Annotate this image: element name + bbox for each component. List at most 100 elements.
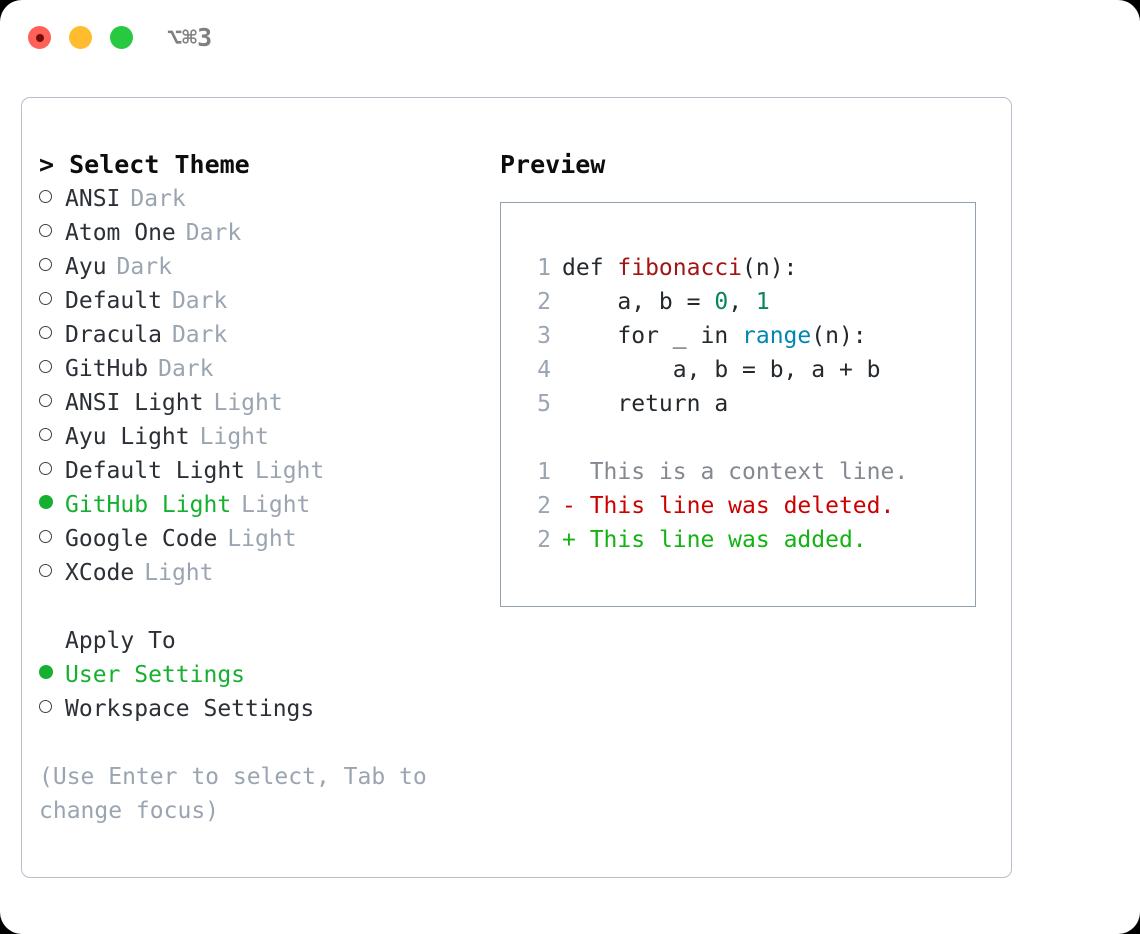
- diff-line-add: 2 + This line was added.: [523, 523, 975, 557]
- radio-glyph: [39, 530, 52, 543]
- code-line-text: return a: [562, 387, 728, 421]
- theme-option-label: Dracula: [65, 322, 162, 348]
- radio-glyph: [39, 326, 52, 339]
- diff-line-text: This line was deleted.: [589, 493, 895, 519]
- radio-glyph: [39, 224, 52, 237]
- maximize-button[interactable]: [110, 26, 133, 49]
- radio-unselected-icon: [39, 386, 65, 420]
- radio-glyph: [39, 190, 52, 203]
- theme-option-label: Atom One: [65, 220, 176, 246]
- theme-option-category: Dark: [171, 322, 228, 348]
- theme-option-xcode[interactable]: XCode Light: [39, 556, 479, 590]
- traffic-light-group: [28, 26, 133, 49]
- diff-marker-add: +: [562, 527, 590, 553]
- code-token-plain: (n):: [811, 323, 867, 349]
- close-button[interactable]: [28, 26, 51, 49]
- radio-unselected-icon: [39, 318, 65, 352]
- theme-option-category: Dark: [130, 186, 186, 212]
- theme-option-category: Light: [241, 492, 311, 518]
- code-token-plain: a, b = b, a + b: [562, 357, 881, 383]
- code-line-text: a, b = b, a + b: [562, 353, 881, 387]
- radio-glyph: [39, 564, 52, 577]
- code-line-number: 3: [537, 323, 551, 349]
- theme-option-category: Dark: [116, 254, 172, 280]
- diff-marker-context: [562, 455, 590, 489]
- code-token-plain: a, b =: [562, 289, 715, 315]
- apply-to-option-workspace-settings[interactable]: Workspace Settings: [39, 692, 479, 726]
- diff-line-number: 2: [537, 493, 551, 519]
- theme-option-category: Dark: [171, 288, 228, 314]
- theme-option-category: Light: [227, 526, 297, 552]
- radio-glyph: [39, 700, 52, 713]
- radio-glyph: [39, 665, 53, 679]
- radio-glyph: [39, 292, 52, 305]
- code-line-number: 4: [537, 357, 551, 383]
- code-token-plain: return a: [562, 391, 729, 417]
- code-token-plain: (n):: [742, 255, 798, 281]
- theme-option-ansi[interactable]: ANSI Dark: [39, 182, 479, 216]
- code-token-plain: for _ in: [562, 323, 743, 349]
- minimize-button[interactable]: [69, 26, 92, 49]
- theme-option-category: Dark: [185, 220, 242, 246]
- diff-line-number: 2: [537, 527, 551, 553]
- code-token-num: 0: [714, 289, 729, 315]
- keyboard-hint-text: (Use Enter to select, Tab to change focu…: [39, 764, 441, 824]
- theme-option-default[interactable]: Default Dark: [39, 284, 479, 318]
- code-diff-separator: [523, 421, 975, 455]
- diff-marker-del: -: [562, 493, 590, 519]
- code-line-number: 2: [537, 289, 551, 315]
- radio-unselected-icon: [39, 284, 65, 318]
- code-line-number: 1: [537, 255, 551, 281]
- theme-option-label: XCode: [65, 560, 135, 586]
- titlebar: ⌥⌘3: [0, 0, 1140, 76]
- theme-option-label: Google Code: [65, 526, 218, 552]
- radio-unselected-icon: [39, 454, 65, 488]
- theme-option-google-code[interactable]: Google Code Light: [39, 522, 479, 556]
- diff-line-number: 1: [537, 459, 551, 485]
- theme-option-label: Default: [65, 288, 162, 314]
- radio-unselected-icon: [39, 352, 65, 386]
- theme-option-dracula[interactable]: Dracula Dark: [39, 318, 479, 352]
- radio-glyph: [39, 495, 53, 509]
- code-token-plain: ,: [728, 289, 756, 315]
- code-line: 4 a, b = b, a + b: [523, 353, 975, 387]
- radio-glyph: [39, 394, 52, 407]
- radio-selected-icon: [39, 488, 65, 522]
- apply-to-heading: Apply To: [65, 628, 176, 654]
- code-line: 5 return a: [523, 387, 975, 421]
- radio-unselected-icon: [39, 182, 65, 216]
- code-line-text: for _ in range(n):: [562, 319, 867, 353]
- radio-unselected-icon: [39, 522, 65, 556]
- diff-line-text: This is a context line.: [589, 459, 909, 485]
- code-token-num: 1: [755, 289, 770, 315]
- theme-option-category: Light: [144, 560, 214, 586]
- radio-unselected-icon: [39, 692, 65, 726]
- code-line: 2 a, b = 0, 1: [523, 285, 975, 319]
- theme-option-category: Dark: [158, 356, 214, 382]
- theme-option-label: ANSI: [65, 186, 121, 212]
- diff-line-text: This line was added.: [589, 527, 867, 553]
- radio-glyph: [39, 428, 52, 441]
- theme-option-label: Ayu: [65, 254, 107, 280]
- theme-option-ayu[interactable]: Ayu Dark: [39, 250, 479, 284]
- radio-glyph: [39, 462, 52, 475]
- radio-unselected-icon: [39, 250, 65, 284]
- apply-to-option-user-settings[interactable]: User Settings: [39, 658, 479, 692]
- theme-option-label: Default Light: [65, 458, 246, 484]
- radio-unselected-icon: [39, 556, 65, 590]
- radio-glyph: [39, 258, 52, 271]
- radio-selected-icon: [39, 658, 65, 692]
- theme-option-atom-one[interactable]: Atom One Dark: [39, 216, 479, 250]
